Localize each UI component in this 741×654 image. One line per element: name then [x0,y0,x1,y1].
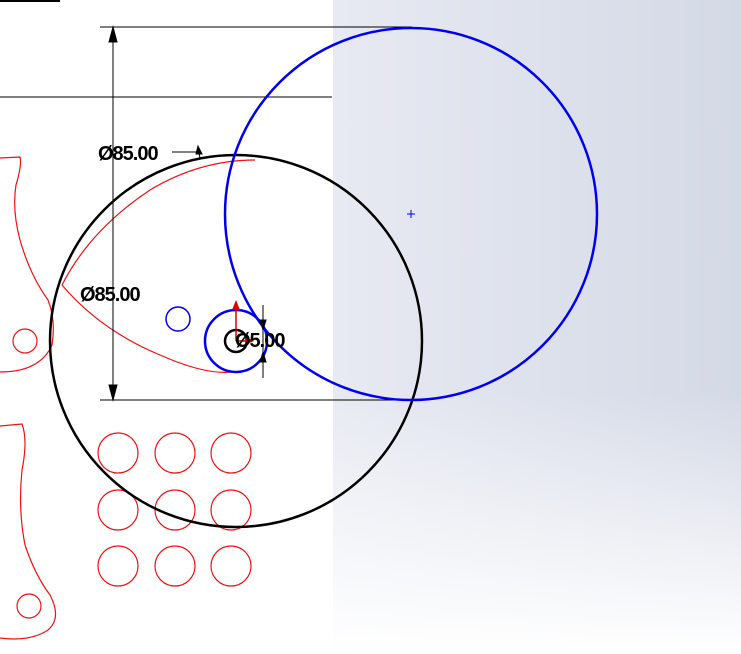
drawing-sheet-area [0,0,333,654]
origin-arrow-x-icon [245,337,254,345]
reference-hole-grid [97,432,252,587]
reference-bracket-lower [0,423,57,640]
circle-center-marker [407,210,415,218]
sketch-circle-small[interactable] [165,306,191,332]
dimension-arrow-bottom [108,384,118,402]
sketch-circle-blue[interactable] [223,26,599,402]
origin-arrow-y-icon [232,300,240,310]
dimension-label-hole[interactable]: Ø5.00 [235,330,286,352]
reference-hole-lower [16,593,42,619]
dimension-label-blue-circle[interactable]: Ø85.00 [80,284,141,306]
diameter-leader-top [172,144,203,159]
reference-bracket-upper [0,156,54,373]
reference-hole [12,328,38,354]
reference-arc-upper [61,159,256,286]
fixed-circle-large[interactable] [48,153,424,529]
reference-arc-lower [61,284,233,373]
dimension-arrow-top [108,25,118,43]
hole-dimension-leader [259,305,267,378]
reference-part [0,156,256,640]
sketch-origin [232,300,254,345]
dimension-label-large-circle[interactable]: Ø85.00 [98,143,159,165]
vertical-dimension[interactable] [100,25,412,402]
